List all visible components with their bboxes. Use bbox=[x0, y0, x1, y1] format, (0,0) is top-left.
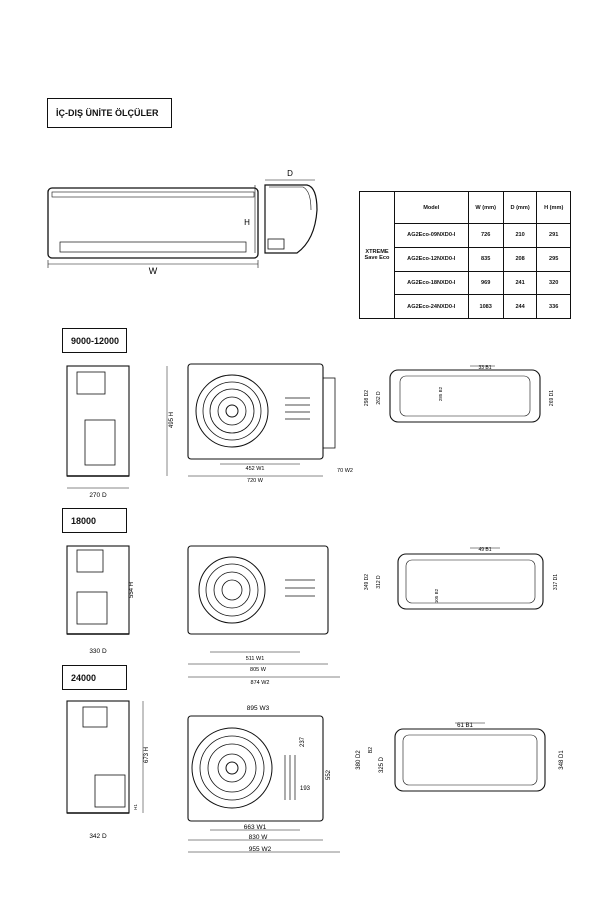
outdoor-top-view-2: 49 B1 349 D2 312 D 317 D1 105 B2 bbox=[364, 547, 559, 610]
outdoor1-d3-label: 262 D bbox=[376, 391, 382, 405]
outdoor1-depth-label: 270 D bbox=[89, 492, 107, 499]
outdoor1-w1-label: 452 W1 bbox=[246, 466, 265, 472]
outdoor-front-view-3: 895 W3 237 552 193 663 W1 830 W 955 W2 bbox=[187, 705, 340, 853]
section-title-24000: 24000 bbox=[62, 665, 127, 690]
cell: AG2Eco-18NXD0-I bbox=[394, 270, 469, 296]
spec-header-w: W (mm) bbox=[467, 191, 504, 224]
outdoor-top-view-3: 61 B1 380 D2 B2 325 D 348 D1 bbox=[356, 722, 565, 792]
outdoor-front-view-1: 452 W1 720 W 70 W2 bbox=[187, 363, 353, 484]
outdoor2-w1-label: 511 W1 bbox=[246, 656, 265, 662]
table-row: AG2Eco-18NXD0-I 969 241 320 bbox=[360, 270, 571, 296]
table-row: AG2Eco-24NXD0-I 1083 244 336 bbox=[360, 294, 571, 319]
outdoor2-b1-label: 49 B1 bbox=[478, 547, 491, 553]
section-title-18000: 18000 bbox=[62, 508, 127, 533]
outdoor3-depth-label: 342 D bbox=[89, 833, 107, 840]
outdoor3-h1-label: H1 bbox=[133, 804, 138, 810]
indoor-w-label: W bbox=[149, 266, 158, 276]
indoor-unit-side-diagram: D H bbox=[244, 169, 318, 254]
cell: 969 bbox=[467, 270, 504, 296]
indoor-h-label: H bbox=[244, 218, 250, 227]
outdoor2-w2-label: 874 W2 bbox=[251, 680, 270, 686]
outdoor3-w2-label: 955 W2 bbox=[249, 846, 272, 853]
outdoor3-d4-label: B2 bbox=[368, 747, 374, 753]
spec-row-group: XTREME Save Eco bbox=[359, 191, 395, 319]
outdoor2-depth-label: 330 D bbox=[89, 648, 107, 655]
cell: 336 bbox=[536, 294, 571, 319]
outdoor2-d2-label: 349 D2 bbox=[364, 574, 370, 590]
outdoor2-d1-label: 317 D1 bbox=[553, 574, 559, 590]
outdoor3-d1-label: 348 D1 bbox=[559, 750, 565, 770]
cell: 244 bbox=[502, 294, 538, 319]
outdoor-front-view-2: 511 W1 805 W 874 W2 bbox=[187, 545, 340, 686]
cell: 726 bbox=[467, 223, 504, 248]
outdoor-top-view-1: 33 B1 298 D2 262 D 269 D1 285 B2 bbox=[364, 365, 555, 423]
outdoor3-w-label: 830 W bbox=[249, 834, 269, 841]
outdoor3-w3-label: 895 W3 bbox=[247, 705, 270, 712]
outdoor2-height-label: 554 H bbox=[129, 582, 135, 598]
outdoor-side-view-3: 673 H H1 342 D bbox=[66, 700, 150, 840]
table-row: AG2Eco-09NXD0-I 726 210 291 bbox=[360, 223, 571, 248]
spec-header-d: D (mm) bbox=[502, 191, 538, 224]
indoor-d-label: D bbox=[287, 169, 293, 178]
cell: 210 bbox=[502, 223, 538, 248]
page-title: İÇ-DIŞ ÜNİTE ÖLÇÜLER bbox=[47, 98, 172, 128]
outdoor1-b1-label: 33 B1 bbox=[478, 365, 491, 371]
outdoor-side-view-2: 554 H 330 D bbox=[66, 545, 135, 655]
cell: 208 bbox=[502, 246, 538, 272]
outdoor1-w2-label: 70 W2 bbox=[337, 468, 353, 474]
outdoor3-h2-label: 552 bbox=[326, 769, 332, 780]
outdoor3-w1-label: 663 W1 bbox=[244, 824, 267, 831]
outdoor3-h4-label: 237 bbox=[300, 736, 306, 747]
spec-header-row: XTREME Save Eco Model W (mm) D (mm) H (m… bbox=[359, 191, 571, 319]
outdoor-side-view-1: 495 H 270 D bbox=[66, 365, 175, 499]
outdoor1-height-label: 495 H bbox=[169, 412, 175, 428]
cell: 241 bbox=[502, 270, 538, 296]
outdoor2-b2-label: 105 B2 bbox=[434, 588, 439, 603]
cell: AG2Eco-12NXD0-I bbox=[394, 246, 469, 272]
cell: 1083 bbox=[467, 294, 504, 319]
outdoor1-w-label: 720 W bbox=[247, 478, 264, 484]
outdoor3-d2-label: 380 D2 bbox=[356, 750, 362, 770]
cell: 835 bbox=[467, 246, 504, 272]
outdoor2-w-label: 805 W bbox=[250, 667, 267, 673]
section-title-9000-12000: 9000-12000 bbox=[62, 328, 127, 353]
outdoor3-d3-label: 325 D bbox=[379, 756, 385, 773]
outdoor2-d3-label: 312 D bbox=[376, 575, 382, 589]
cell: AG2Eco-24NXD0-I bbox=[394, 294, 469, 319]
cell: 295 bbox=[536, 246, 571, 272]
indoor-unit-front-diagram: W bbox=[47, 187, 259, 276]
cell: AG2Eco-09NXD0-I bbox=[394, 223, 469, 248]
cell: 291 bbox=[536, 223, 571, 248]
outdoor3-b1-label: 61 B1 bbox=[457, 723, 473, 729]
spec-header-model: Model bbox=[394, 191, 469, 224]
outdoor3-height-label: 673 H bbox=[144, 747, 150, 763]
spec-table: XTREME Save Eco Model W (mm) D (mm) H (m… bbox=[359, 191, 571, 319]
outdoor1-b2-label: 285 B2 bbox=[438, 386, 443, 401]
outdoor3-h3-label: 193 bbox=[300, 786, 311, 792]
outdoor1-d1-label: 269 D1 bbox=[549, 390, 555, 406]
cell: 320 bbox=[536, 270, 571, 296]
outdoor1-d2-label: 298 D2 bbox=[364, 390, 370, 406]
spec-header-h: H (mm) bbox=[536, 191, 571, 224]
